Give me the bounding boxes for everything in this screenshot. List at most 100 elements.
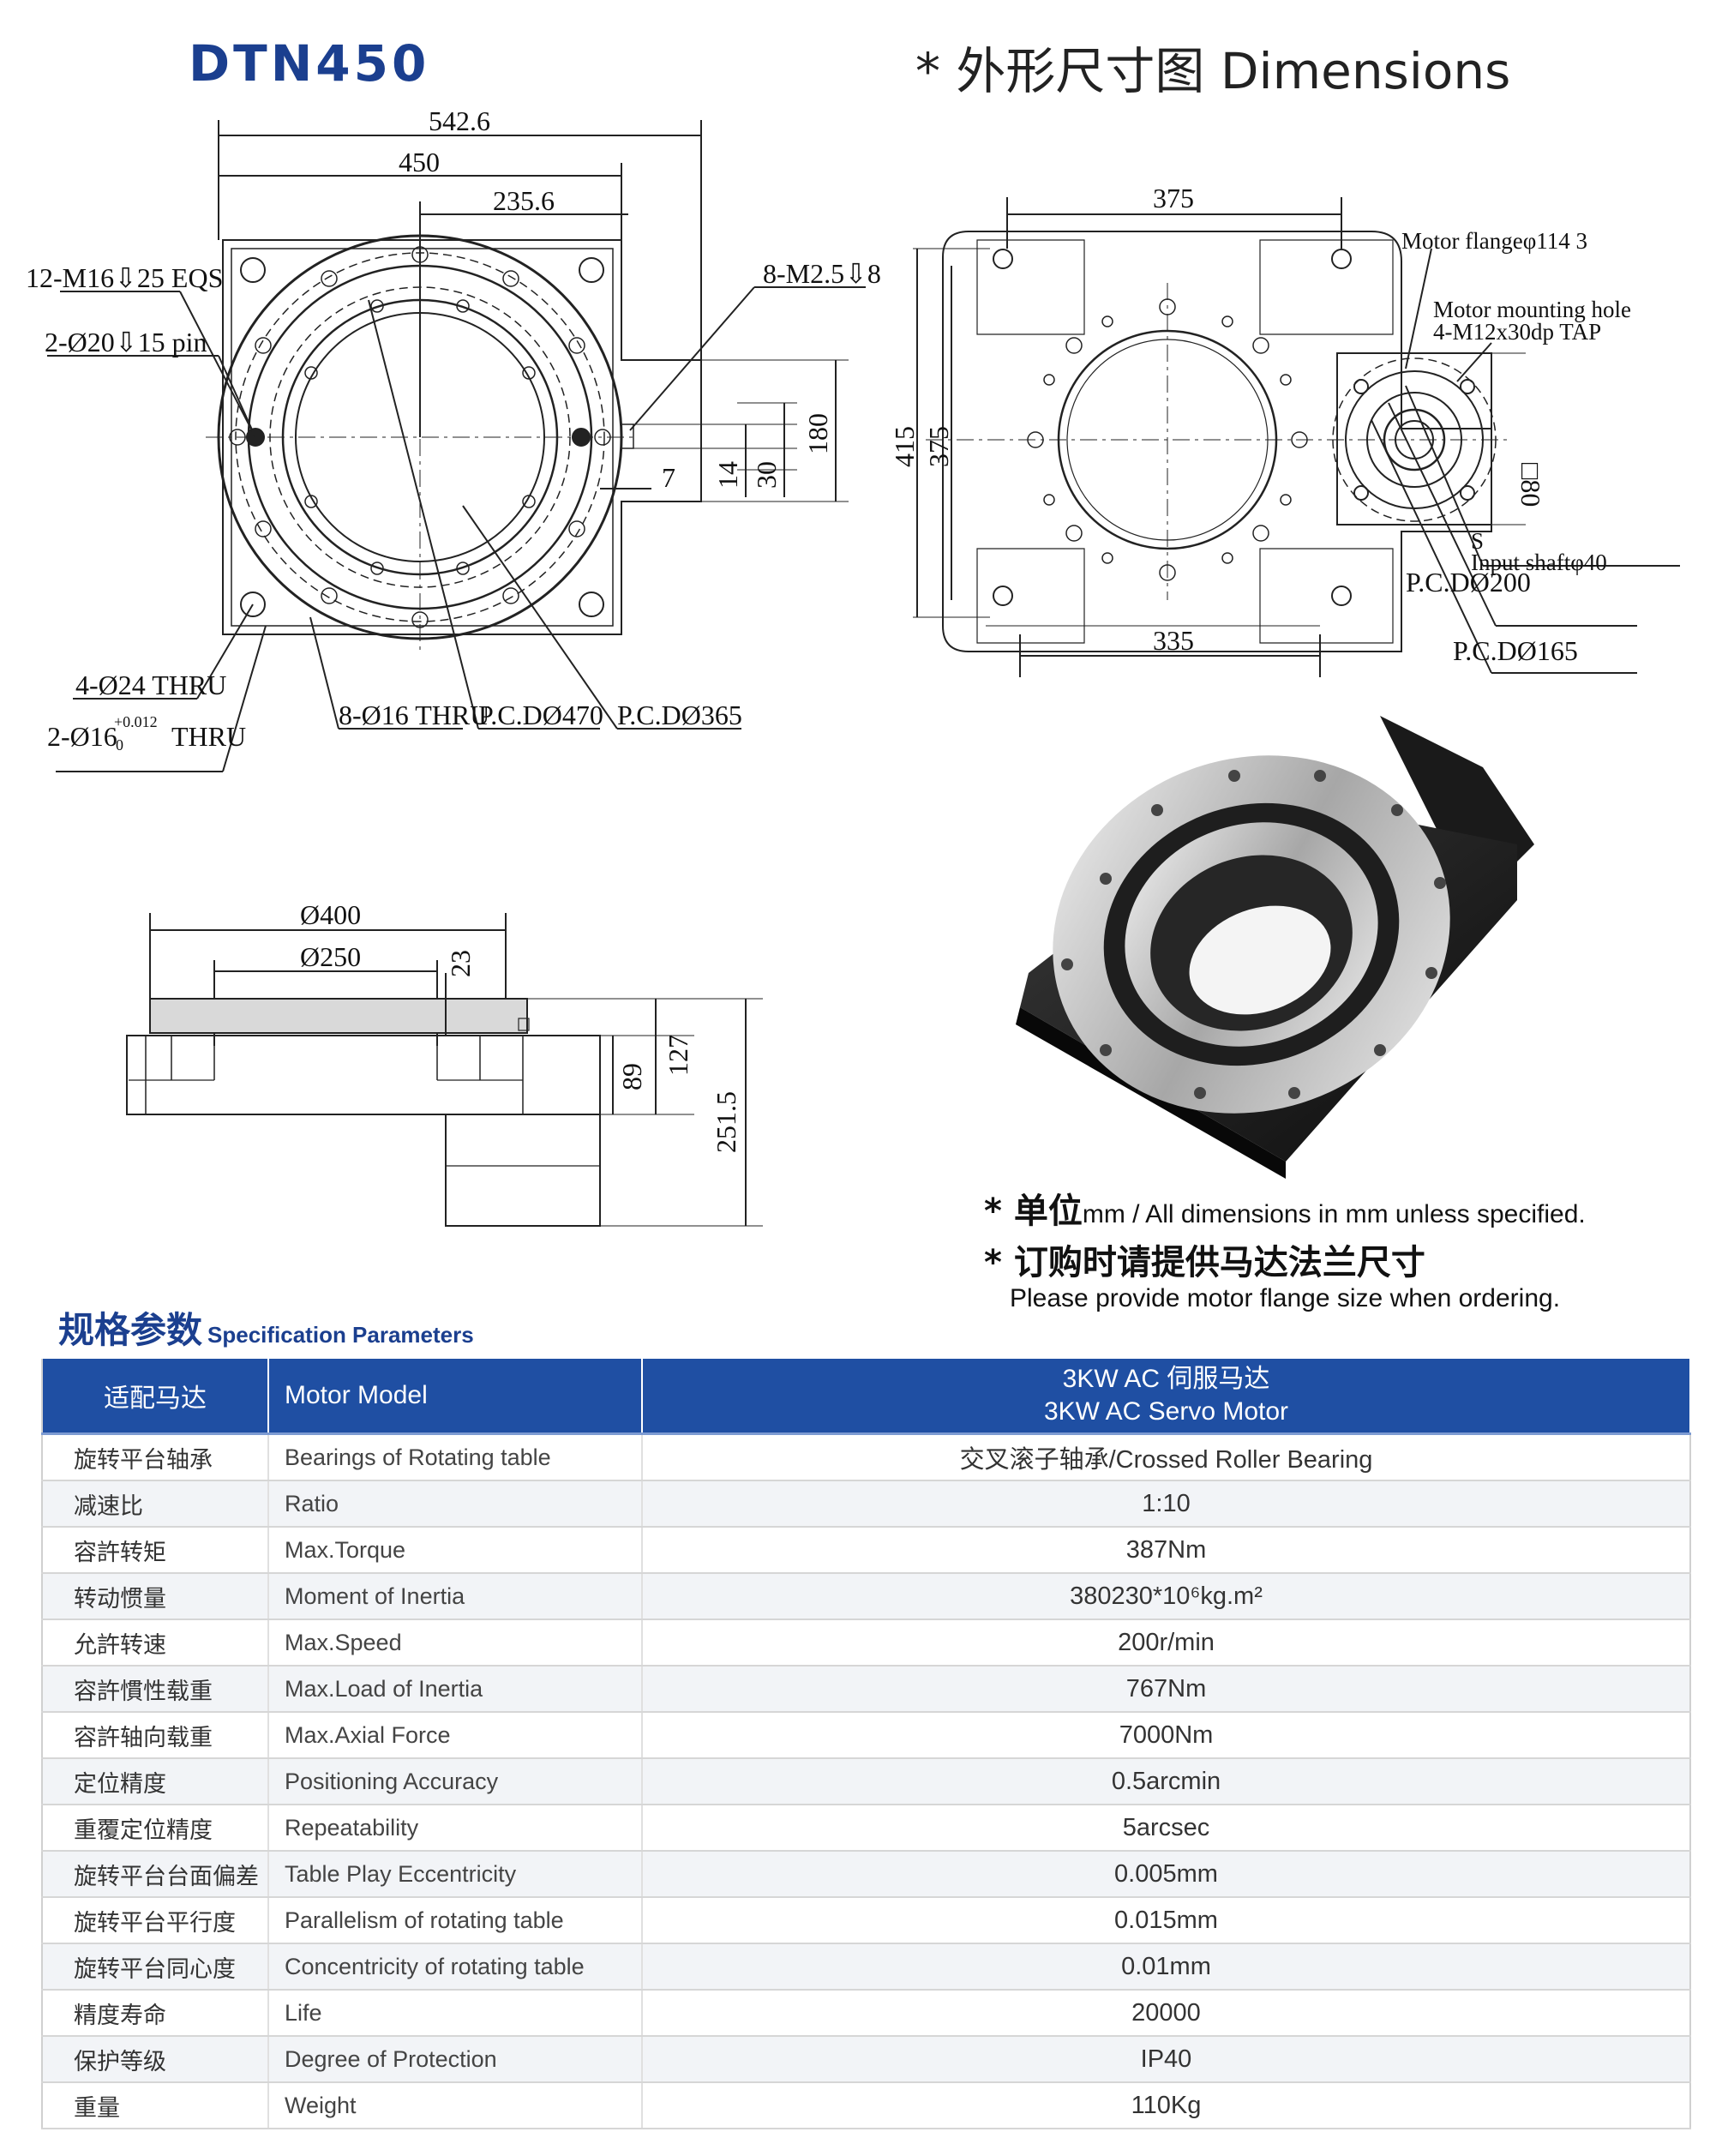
dim-overall: 542.6 <box>429 105 490 136</box>
spec-row-cn: 允許转速 <box>42 1619 269 1667</box>
spec-title-en: Specification Parameters <box>207 1322 474 1348</box>
spec-row-en: Ratio <box>268 1480 643 1528</box>
label-pcd200: P.C.DØ200 <box>1406 567 1531 598</box>
spec-row-value: 380230*10⁶kg.m² <box>642 1573 1690 1620</box>
unit-note-star: * <box>984 1192 1014 1231</box>
label-tol: +0.012 <box>114 713 158 730</box>
side-dim-250: Ø250 <box>300 941 361 972</box>
spec-header-en: Motor Model <box>268 1359 643 1435</box>
spec-row-en: Max.Load of Inertia <box>268 1666 643 1713</box>
unit-note-en: / All dimensions in mm unless specified. <box>1125 1200 1586 1228</box>
spec-row-en: Max.Speed <box>268 1619 643 1667</box>
spec-row-en: Max.Torque <box>268 1527 643 1574</box>
spec-row-en: Degree of Protection <box>268 2036 643 2083</box>
spec-row-en: Moment of Inertia <box>268 1573 643 1620</box>
spec-row-cn: 定位精度 <box>42 1758 269 1805</box>
model-title: DTN450 <box>189 34 430 93</box>
spec-header-row: 适配马达 Motor Model 3KW AC 伺服马达 3KW AC Serv… <box>42 1359 1691 1435</box>
spec-row-en: Table Play Eccentricity <box>268 1851 643 1898</box>
product-photo <box>1016 716 1534 1179</box>
label-pcd470: P.C.DØ470 <box>478 700 603 730</box>
spec-row-value: IP40 <box>642 2036 1690 2083</box>
spec-row-value: 0.015mm <box>642 1897 1690 1944</box>
spec-row-en: Max.Axial Force <box>268 1712 643 1759</box>
spec-row-cn: 旋转平台平行度 <box>42 1897 269 1944</box>
spec-row-value: 110Kg <box>642 2082 1690 2129</box>
unit-note-mm: mm <box>1082 1200 1125 1228</box>
spec-row-cn: 转动惯量 <box>42 1573 269 1620</box>
spec-row-value: 200r/min <box>642 1619 1690 1667</box>
spec-row-cn: 减速比 <box>42 1480 269 1528</box>
side-dim-89: 89 <box>616 1063 647 1090</box>
dimensions-title: * 外形尺寸图 Dimensions <box>915 42 1511 100</box>
spec-row-value: 0.005mm <box>642 1851 1690 1898</box>
label-tol0: 0 <box>116 736 123 754</box>
side-dim-23: 23 <box>445 950 476 977</box>
rear-view-drawing: 375 415 375 335 □80 P.C.DØ200 P.C.DØ165 … <box>891 183 1680 677</box>
spec-row-cn: 重覆定位精度 <box>42 1805 269 1852</box>
unit-note: * 单位mm / All dimensions in mm unless spe… <box>984 1183 1586 1233</box>
spec-row-cn: 旋转平台同心度 <box>42 1943 269 1991</box>
spec-header-cn: 适配马达 <box>42 1359 269 1435</box>
spec-row-value: 0.01mm <box>642 1943 1690 1991</box>
spec-row-value: 5arcsec <box>642 1805 1690 1852</box>
order-note-cn: * 订购时请提供马达法兰尺寸 <box>984 1243 1425 1282</box>
unit-note-cn: 单位 <box>1013 1192 1083 1231</box>
label-pin: 2-Ø20⇩15 pin <box>45 327 207 357</box>
dim-flange: 180 <box>802 413 833 454</box>
spec-row-cn: 旋转平台台面偏差 <box>42 1851 269 1898</box>
label-mount-tap: 4-M12x30dp TAP <box>1433 319 1601 345</box>
label-mount-hole: Motor mounting hole <box>1433 297 1631 322</box>
spec-header-value-cn: 3KW AC 伺服马达 <box>1062 1365 1270 1393</box>
spec-row-cn: 容許轴向载重 <box>42 1712 269 1759</box>
dim-shaft-h1: 14 <box>712 461 743 489</box>
rear-dim-height-outer: 415 <box>891 426 920 467</box>
label-pcd165: P.C.DØ165 <box>1453 635 1578 666</box>
dim-half: 235.6 <box>493 185 555 216</box>
spec-row-cn: 重量 <box>42 2082 269 2129</box>
front-view-drawing: 542.6 450 235.6 12-M16⇩25 EQS 2-Ø20⇩15 p… <box>26 105 881 772</box>
label-m25: 8-M2.5⇩8 <box>763 258 881 289</box>
spec-row-cn: 旋转平台轴承 <box>42 1433 269 1481</box>
side-dim-251-5: 251.5 <box>711 1091 741 1153</box>
spec-row-value: 20000 <box>642 1990 1690 2037</box>
label-tap: 12-M16⇩25 EQS <box>26 262 223 293</box>
label-motor-flange: Motor flangeφ114 3 <box>1401 228 1587 254</box>
label-thru16c: 8-Ø16 THRU <box>339 700 489 730</box>
order-note-en: Please provide motor flange size when or… <box>1010 1284 1561 1312</box>
spec-row-cn: 容許慣性载重 <box>42 1666 269 1713</box>
dim-body: 450 <box>399 147 440 177</box>
spec-row-en: Positioning Accuracy <box>268 1758 643 1805</box>
spec-row-cn: 精度寿命 <box>42 1990 269 2037</box>
spec-row-value: 387Nm <box>642 1527 1690 1574</box>
side-dim-127: 127 <box>663 1035 693 1076</box>
spec-table: 适配马达 Motor Model 3KW AC 伺服马达 3KW AC Serv… <box>41 1359 1691 2129</box>
rear-dim-bottom: 335 <box>1153 625 1194 656</box>
spec-row-en: Repeatability <box>268 1805 643 1852</box>
spec-row-value: 1:10 <box>642 1480 1690 1528</box>
label-thru24: 4-Ø24 THRU <box>75 670 226 700</box>
label-input-shaft: Input shaftφ40 <box>1471 550 1607 575</box>
spec-row-value: 0.5arcmin <box>642 1758 1690 1805</box>
spec-title-cn: 规格参数 <box>58 1309 203 1351</box>
side-dim-400: Ø400 <box>300 899 361 930</box>
dim-shaft-w: 7 <box>662 462 675 493</box>
label-thru16b: THRU <box>171 721 246 752</box>
rear-dim-square: □80 <box>1515 463 1546 507</box>
spec-header-value-en: 3KW AC Servo Motor <box>1043 1397 1289 1426</box>
spec-header-value: 3KW AC 伺服马达 3KW AC Servo Motor <box>642 1359 1691 1435</box>
spec-row-value: 7000Nm <box>642 1712 1690 1759</box>
spec-row-en: Life <box>268 1990 643 2037</box>
